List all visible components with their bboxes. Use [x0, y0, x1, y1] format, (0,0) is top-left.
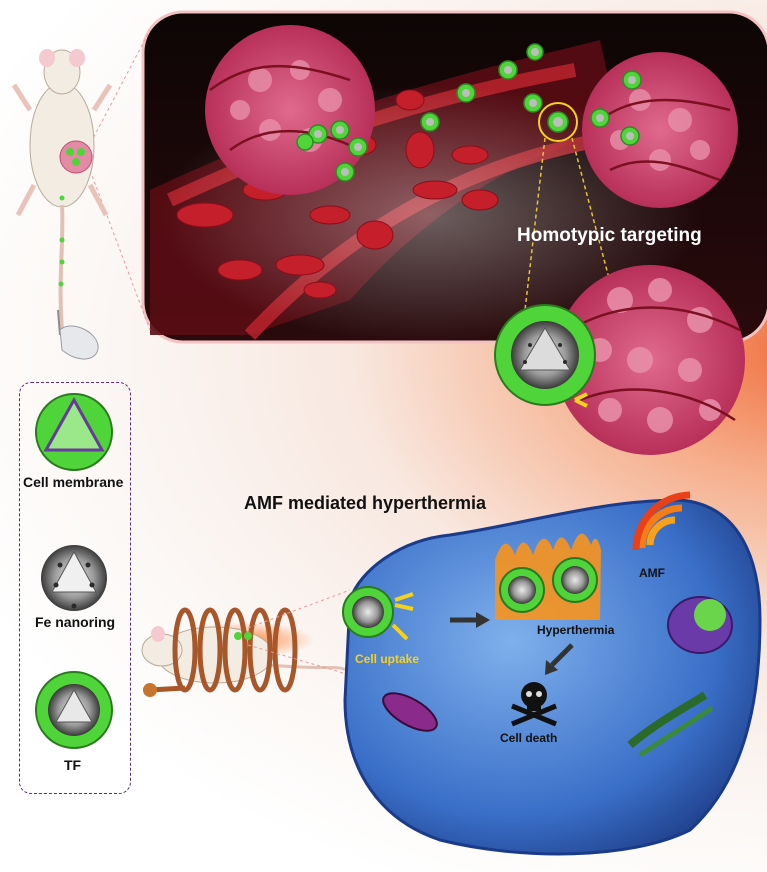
homotypic-targeting-label: Homotypic targeting	[517, 225, 702, 246]
legend-fe-nanoring-label: Fe nanoring	[35, 614, 116, 630]
amf-title: AMF mediated hyperthermia	[244, 493, 487, 513]
mouse-top	[11, 49, 113, 360]
vessel-panel	[141, 10, 767, 345]
coil-mouse	[141, 607, 347, 697]
cell-uptake-label: Cell uptake	[355, 652, 420, 666]
uptake-particle	[342, 586, 414, 641]
legend-cell-membrane-label: Cell membrane	[23, 474, 124, 490]
legend-tf-label: TF	[64, 757, 82, 773]
hyperthermia-label: Hyperthermia	[537, 623, 615, 637]
circulating-nanoparticles	[296, 43, 642, 182]
amf-waves	[632, 491, 691, 551]
legend-cell-membrane-icon	[35, 393, 113, 471]
cell-death-label: Cell death	[500, 731, 558, 745]
target-tumor	[555, 265, 745, 455]
legend-fe-nanoring-icon	[41, 545, 107, 611]
legend-box	[19, 382, 131, 794]
hyperthermia-particles	[495, 533, 601, 620]
cancer-cell	[342, 491, 762, 856]
legend-tf-icon	[35, 671, 113, 749]
large-tf-particle	[494, 304, 596, 406]
zoom-circle	[538, 102, 578, 142]
amf-label: AMF	[639, 566, 665, 580]
skull-icon	[511, 682, 557, 727]
